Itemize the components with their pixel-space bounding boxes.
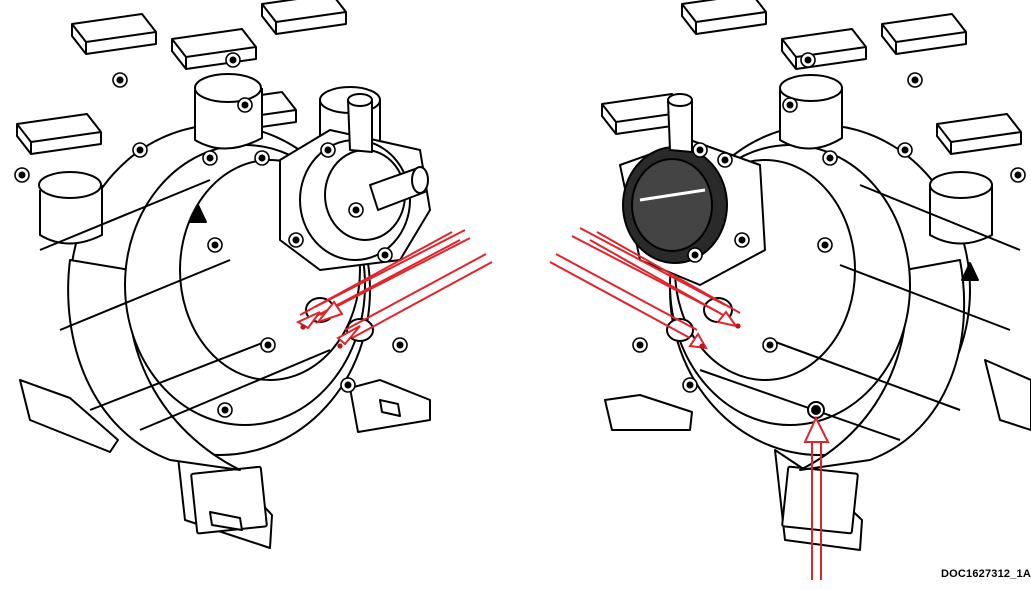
- document-code: DOC1627312_1A: [940, 568, 1031, 580]
- right-callout-arrows: [549, 227, 830, 580]
- right-target-points: [699, 323, 741, 349]
- left-callout-arrows: [295, 229, 493, 346]
- right-pump-view: [601, 0, 1031, 551]
- left-target-points: [300, 324, 343, 349]
- left-pump-view: [14, 0, 431, 549]
